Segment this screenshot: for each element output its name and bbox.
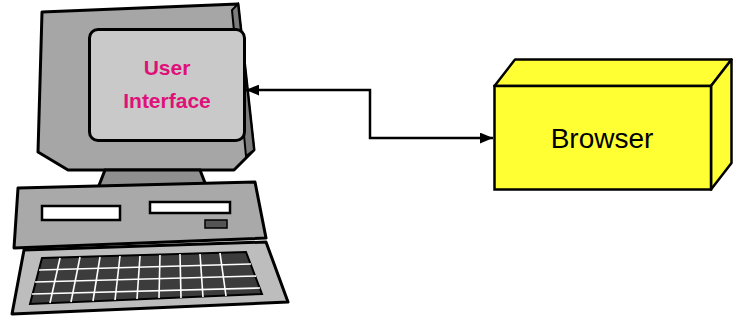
box-front bbox=[495, 86, 712, 190]
box-face: Browser bbox=[493, 86, 711, 191]
computer-case bbox=[14, 182, 266, 248]
keyboard-keys bbox=[30, 252, 262, 304]
browser-box: Browser bbox=[493, 58, 733, 191]
screen-label: User Interface bbox=[113, 52, 221, 117]
drive-light bbox=[205, 220, 227, 228]
drive-slot bbox=[150, 202, 230, 213]
keyboard bbox=[12, 242, 288, 314]
monitor-body bbox=[38, 4, 254, 170]
key-lines bbox=[32, 253, 260, 303]
box-top bbox=[495, 60, 732, 87]
box-label: Browser bbox=[551, 123, 654, 155]
double-arrow bbox=[246, 90, 493, 138]
drive-slot bbox=[42, 206, 120, 220]
box-side bbox=[711, 60, 732, 190]
monitor-screen: User Interface bbox=[88, 28, 246, 142]
